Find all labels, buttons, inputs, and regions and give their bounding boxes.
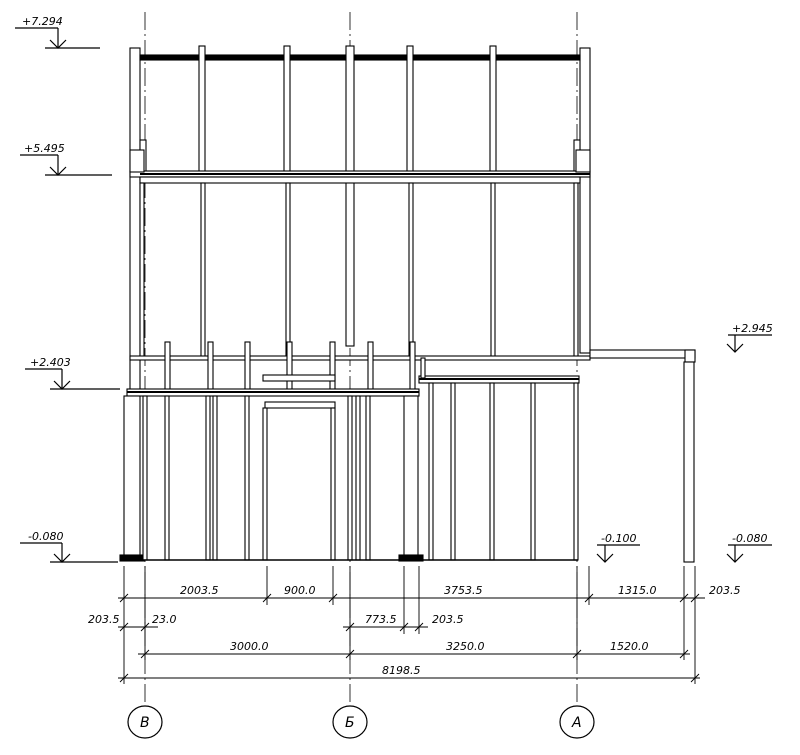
level-label-second: +5.495 [24,142,65,155]
dim-1520: 1520.0 [610,640,649,653]
dim-1315: 1315.0 [618,584,657,597]
first-floor-frame [126,341,696,563]
level-marker-first [25,368,120,390]
axis-bubble-v: В [127,705,163,739]
level-label-ground-mid: -0.100 [601,532,636,545]
axis-bubble-a: А [559,705,595,739]
dim-203-5-left: 203.5 [88,613,120,626]
dim-3753-5: 3753.5 [444,584,483,597]
dim-2003-5: 2003.5 [180,584,219,597]
ground-floor-studs [119,382,579,562]
dim-203-5-mid: 203.5 [432,613,464,626]
level-label-first: +2.403 [30,356,71,369]
dim-773-5: 773.5 [365,613,397,626]
level-marker-canopy [726,334,772,353]
axis-label-b: Б [345,715,355,731]
axis-label-a: А [571,715,582,731]
dim-900: 900.0 [284,584,316,597]
level-marker-top [15,27,100,49]
axis-bubble-b: Б [332,705,368,739]
level-marker-ground-right [726,544,772,563]
level-label-canopy: +2.945 [732,322,773,335]
level-label-top: +7.294 [22,15,63,28]
level-marker-ground-mid [596,544,640,563]
dim-203-5-right: 203.5 [709,584,741,597]
level-label-ground-left: -0.080 [28,530,63,543]
axis-label-v: В [140,715,150,731]
dimension-lines [118,566,705,684]
dim-3000: 3000.0 [230,640,269,653]
level-label-ground-right: -0.080 [732,532,767,545]
upper-frame [129,45,591,394]
dim-8198-5: 8198.5 [382,664,421,677]
level-marker-ground-left [20,542,118,563]
dim-23: 23.0 [152,613,177,626]
dim-3250: 3250.0 [446,640,485,653]
level-marker-second [20,154,112,176]
